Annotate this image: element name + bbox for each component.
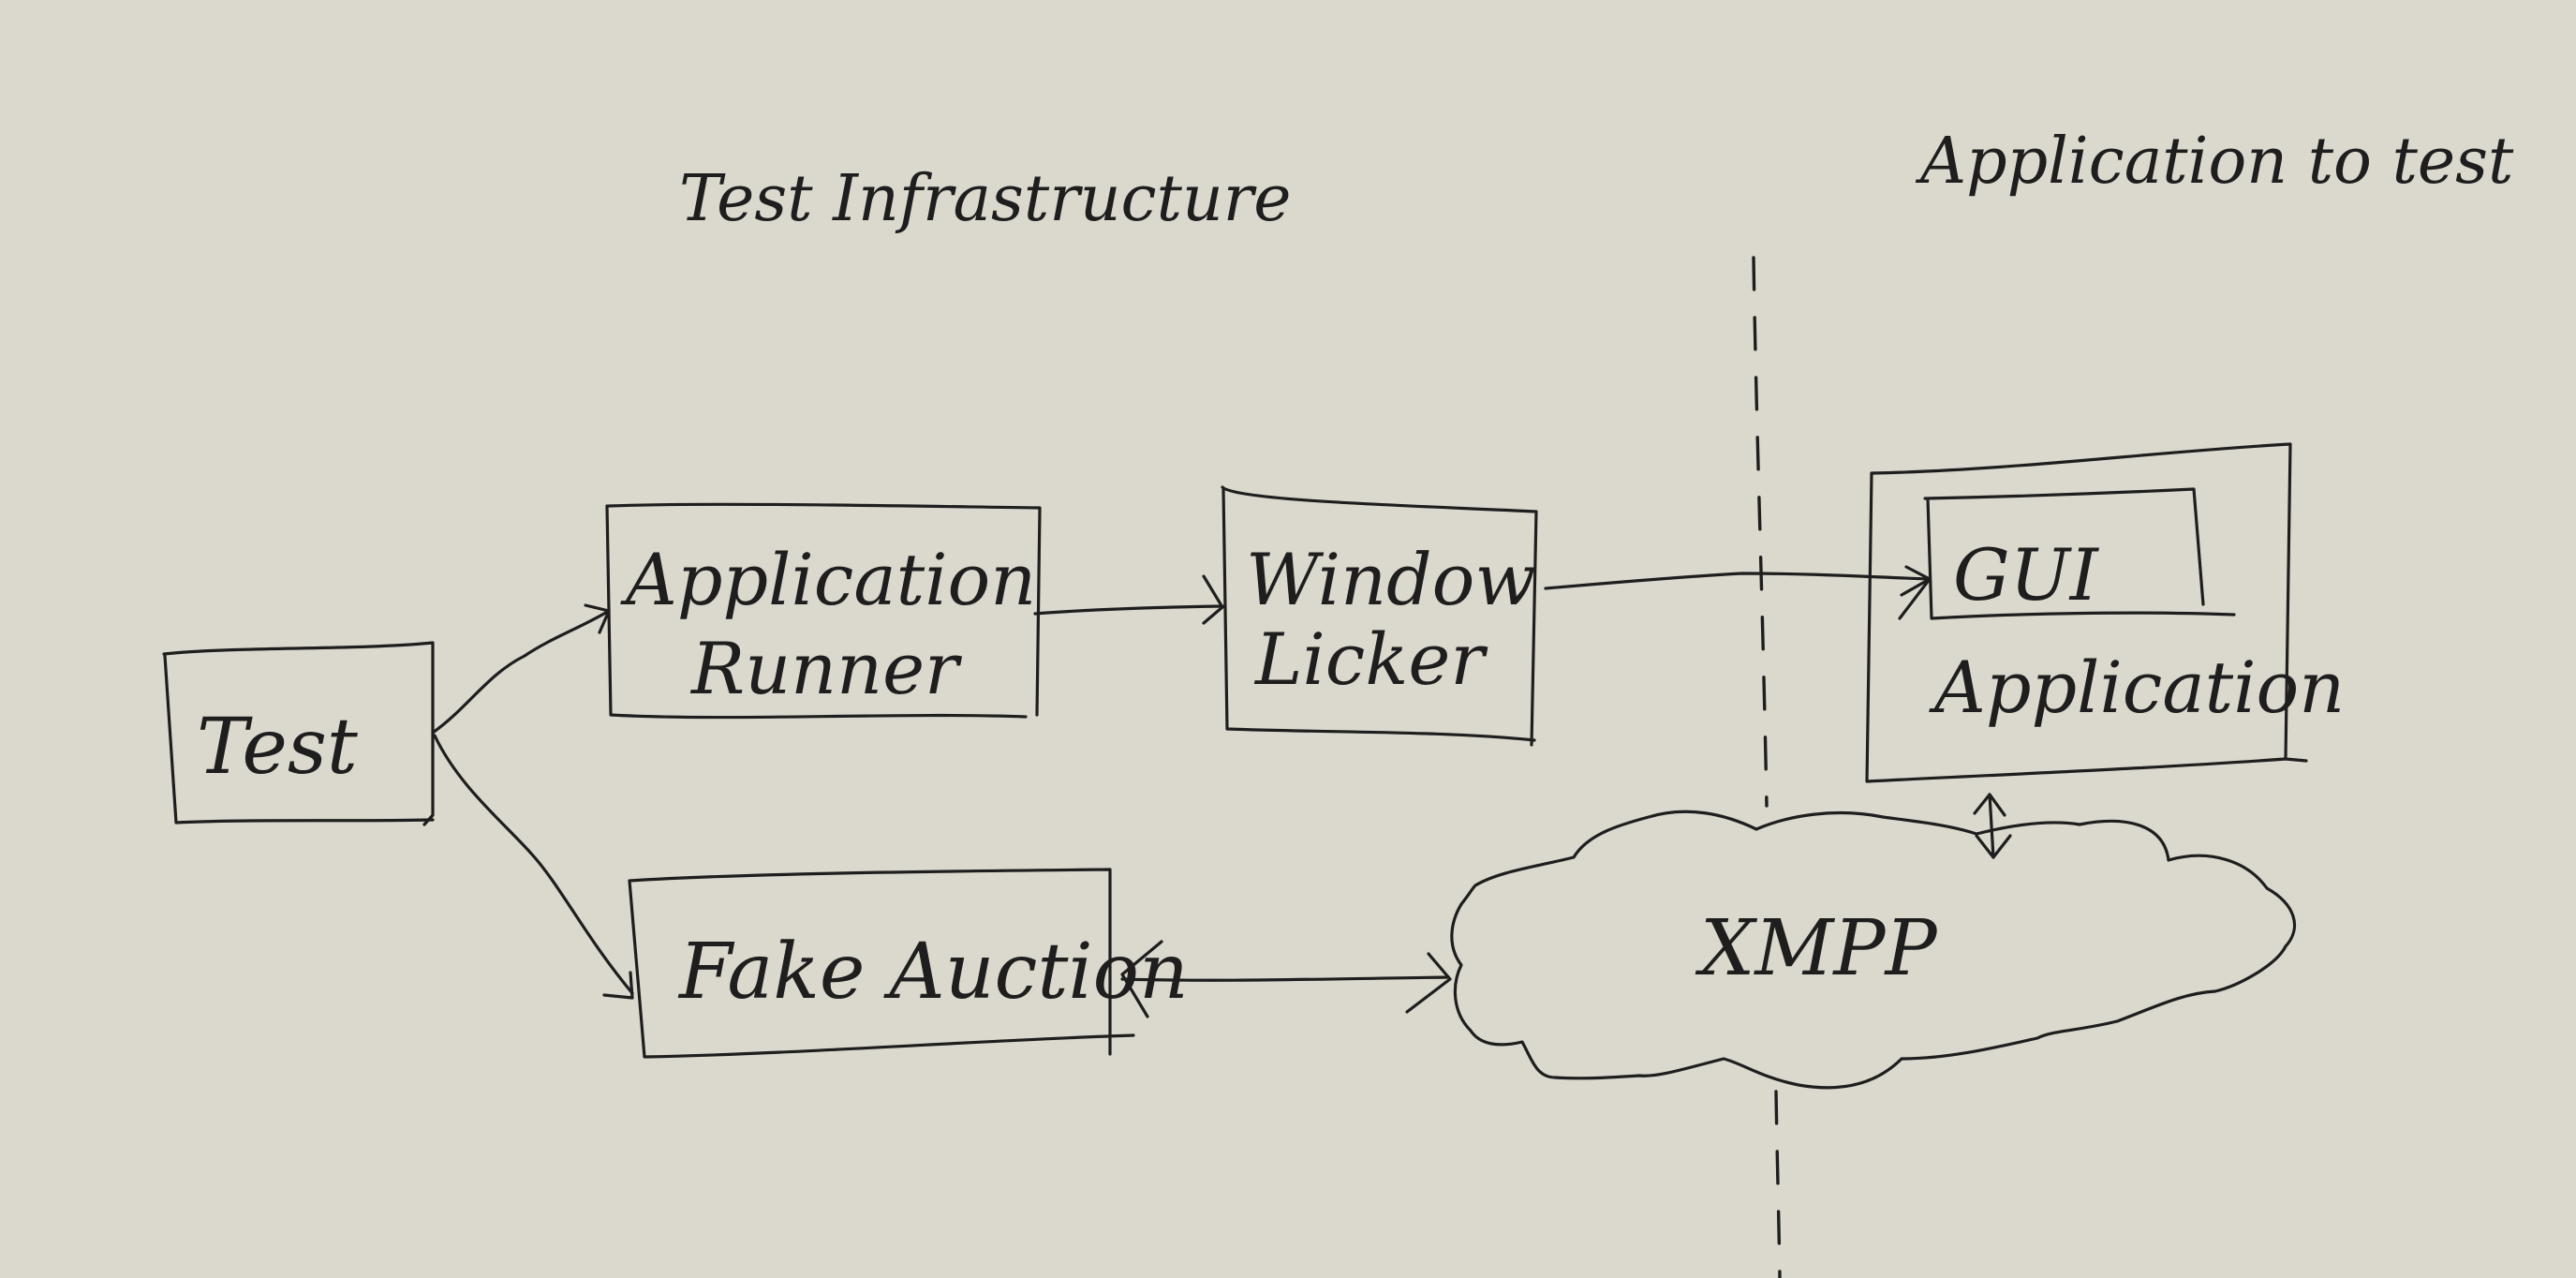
application-runner-box [605, 502, 1042, 720]
application-runner-label-line1: Application [620, 538, 1036, 621]
test-label: Test [197, 703, 359, 792]
heading-test-infrastructure: Test Infrastructure [679, 162, 1292, 236]
fake-auction-node: Fake Auction [628, 868, 1189, 1059]
arrow-window-licker-to-gui [1544, 565, 1932, 620]
fake-auction-box [628, 868, 1135, 1059]
test-box [162, 641, 435, 826]
arrow-fake-auction-xmpp-bidirectional [1120, 940, 1452, 1018]
window-licker-box [1221, 485, 1538, 747]
gui-application-outer-box [1865, 442, 2308, 783]
xmpp-cloud [1450, 810, 2296, 1090]
application-runner-node: Application Runner [605, 502, 1042, 720]
gui-application-node: GUI Application [1865, 442, 2345, 783]
boundary-dashed-line-upper [1752, 256, 1769, 808]
arrow-test-to-application-runner [431, 603, 611, 735]
gui-application-label: Application [1929, 646, 2345, 729]
window-licker-label-line1: Window [1246, 538, 1536, 621]
window-licker-label-line2: Licker [1253, 617, 1488, 701]
heading-application-to-test: Application to test [1915, 125, 2514, 199]
gui-label: GUI [1953, 533, 2100, 617]
fake-auction-label: Fake Auction [677, 928, 1189, 1017]
boundary-dashed-line-lower [1774, 1090, 1782, 1278]
window-licker-node: Window Licker [1221, 485, 1538, 747]
xmpp-label: XMPP [1695, 904, 1939, 993]
test-node: Test [162, 641, 435, 826]
gui-inner-box [1923, 487, 2236, 620]
arrow-gui-application-xmpp-bidirectional [1973, 793, 2012, 859]
xmpp-cloud-node: XMPP [1450, 810, 2296, 1090]
application-runner-label-line2: Runner [689, 627, 963, 710]
arrow-test-to-fake-auction [433, 734, 634, 1000]
arrow-application-runner-to-window-licker [1033, 574, 1224, 625]
